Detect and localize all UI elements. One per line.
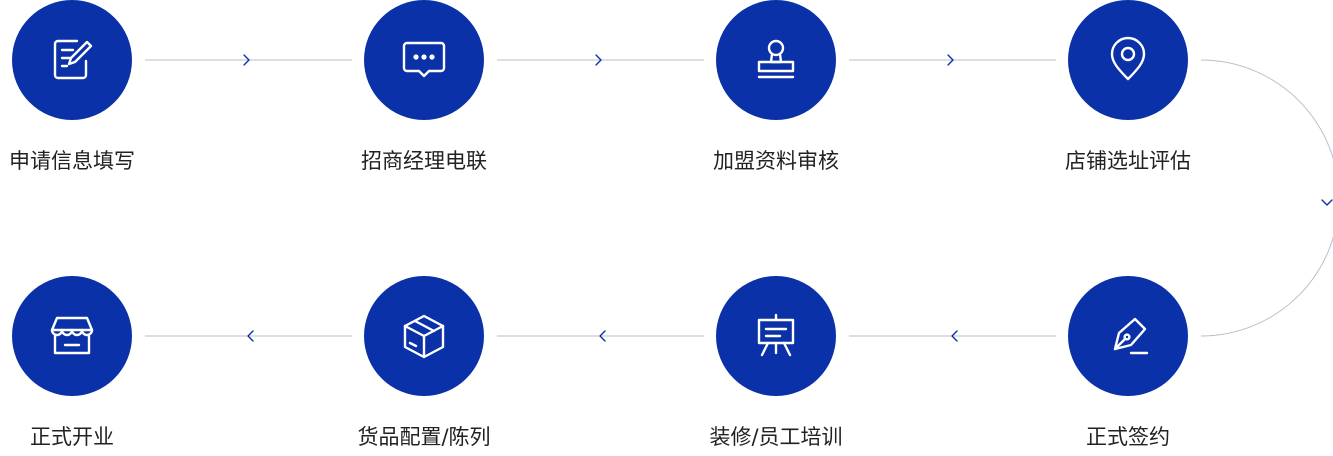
stamp-icon bbox=[757, 39, 795, 79]
step-circle bbox=[1068, 0, 1188, 120]
step-label: 招商经理电联 bbox=[361, 149, 487, 173]
step-label: 正式开业 bbox=[30, 425, 114, 449]
step-label: 申请信息填写 bbox=[9, 149, 135, 173]
step-circle bbox=[716, 0, 836, 120]
step-1: 申请信息填写 bbox=[0, 0, 172, 176]
step-3: 加盟资料审核 bbox=[676, 0, 876, 176]
package-box-icon bbox=[403, 314, 445, 359]
step-circle bbox=[716, 276, 836, 396]
step-label: 正式签约 bbox=[1086, 425, 1170, 449]
storefront-icon bbox=[50, 316, 94, 355]
arrow-down-icon bbox=[1321, 199, 1333, 206]
step-5: 正式签约 bbox=[1028, 276, 1228, 452]
step-6: 装修/员工培训 bbox=[676, 276, 876, 452]
step-4: 店铺选址评估 bbox=[1028, 0, 1228, 176]
step-label: 装修/员工培训 bbox=[709, 425, 843, 449]
step-circle bbox=[1068, 276, 1188, 396]
arrow-right-icon bbox=[947, 54, 954, 66]
step-label: 货品配置/陈列 bbox=[357, 425, 491, 449]
step-circle bbox=[364, 276, 484, 396]
training-board-icon bbox=[757, 313, 795, 357]
step-label: 店铺选址评估 bbox=[1065, 149, 1191, 173]
step-7: 货品配置/陈列 bbox=[324, 276, 524, 452]
pen-nib-icon bbox=[1113, 317, 1149, 355]
step-circle bbox=[12, 276, 132, 396]
step-8: 正式开业 bbox=[0, 276, 172, 452]
step-label: 加盟资料审核 bbox=[713, 149, 839, 173]
step-circle bbox=[12, 0, 132, 120]
edit-form-icon bbox=[53, 39, 93, 80]
step-2: 招商经理电联 bbox=[324, 0, 524, 176]
arrow-left-icon bbox=[247, 330, 254, 342]
arrow-left-icon bbox=[599, 330, 606, 342]
arrow-right-icon bbox=[595, 54, 602, 66]
arrow-left-icon bbox=[951, 330, 958, 342]
arrow-right-icon bbox=[243, 54, 250, 66]
step-circle bbox=[364, 0, 484, 120]
location-pin-icon bbox=[1110, 36, 1146, 81]
chat-bubble-icon bbox=[402, 41, 446, 78]
